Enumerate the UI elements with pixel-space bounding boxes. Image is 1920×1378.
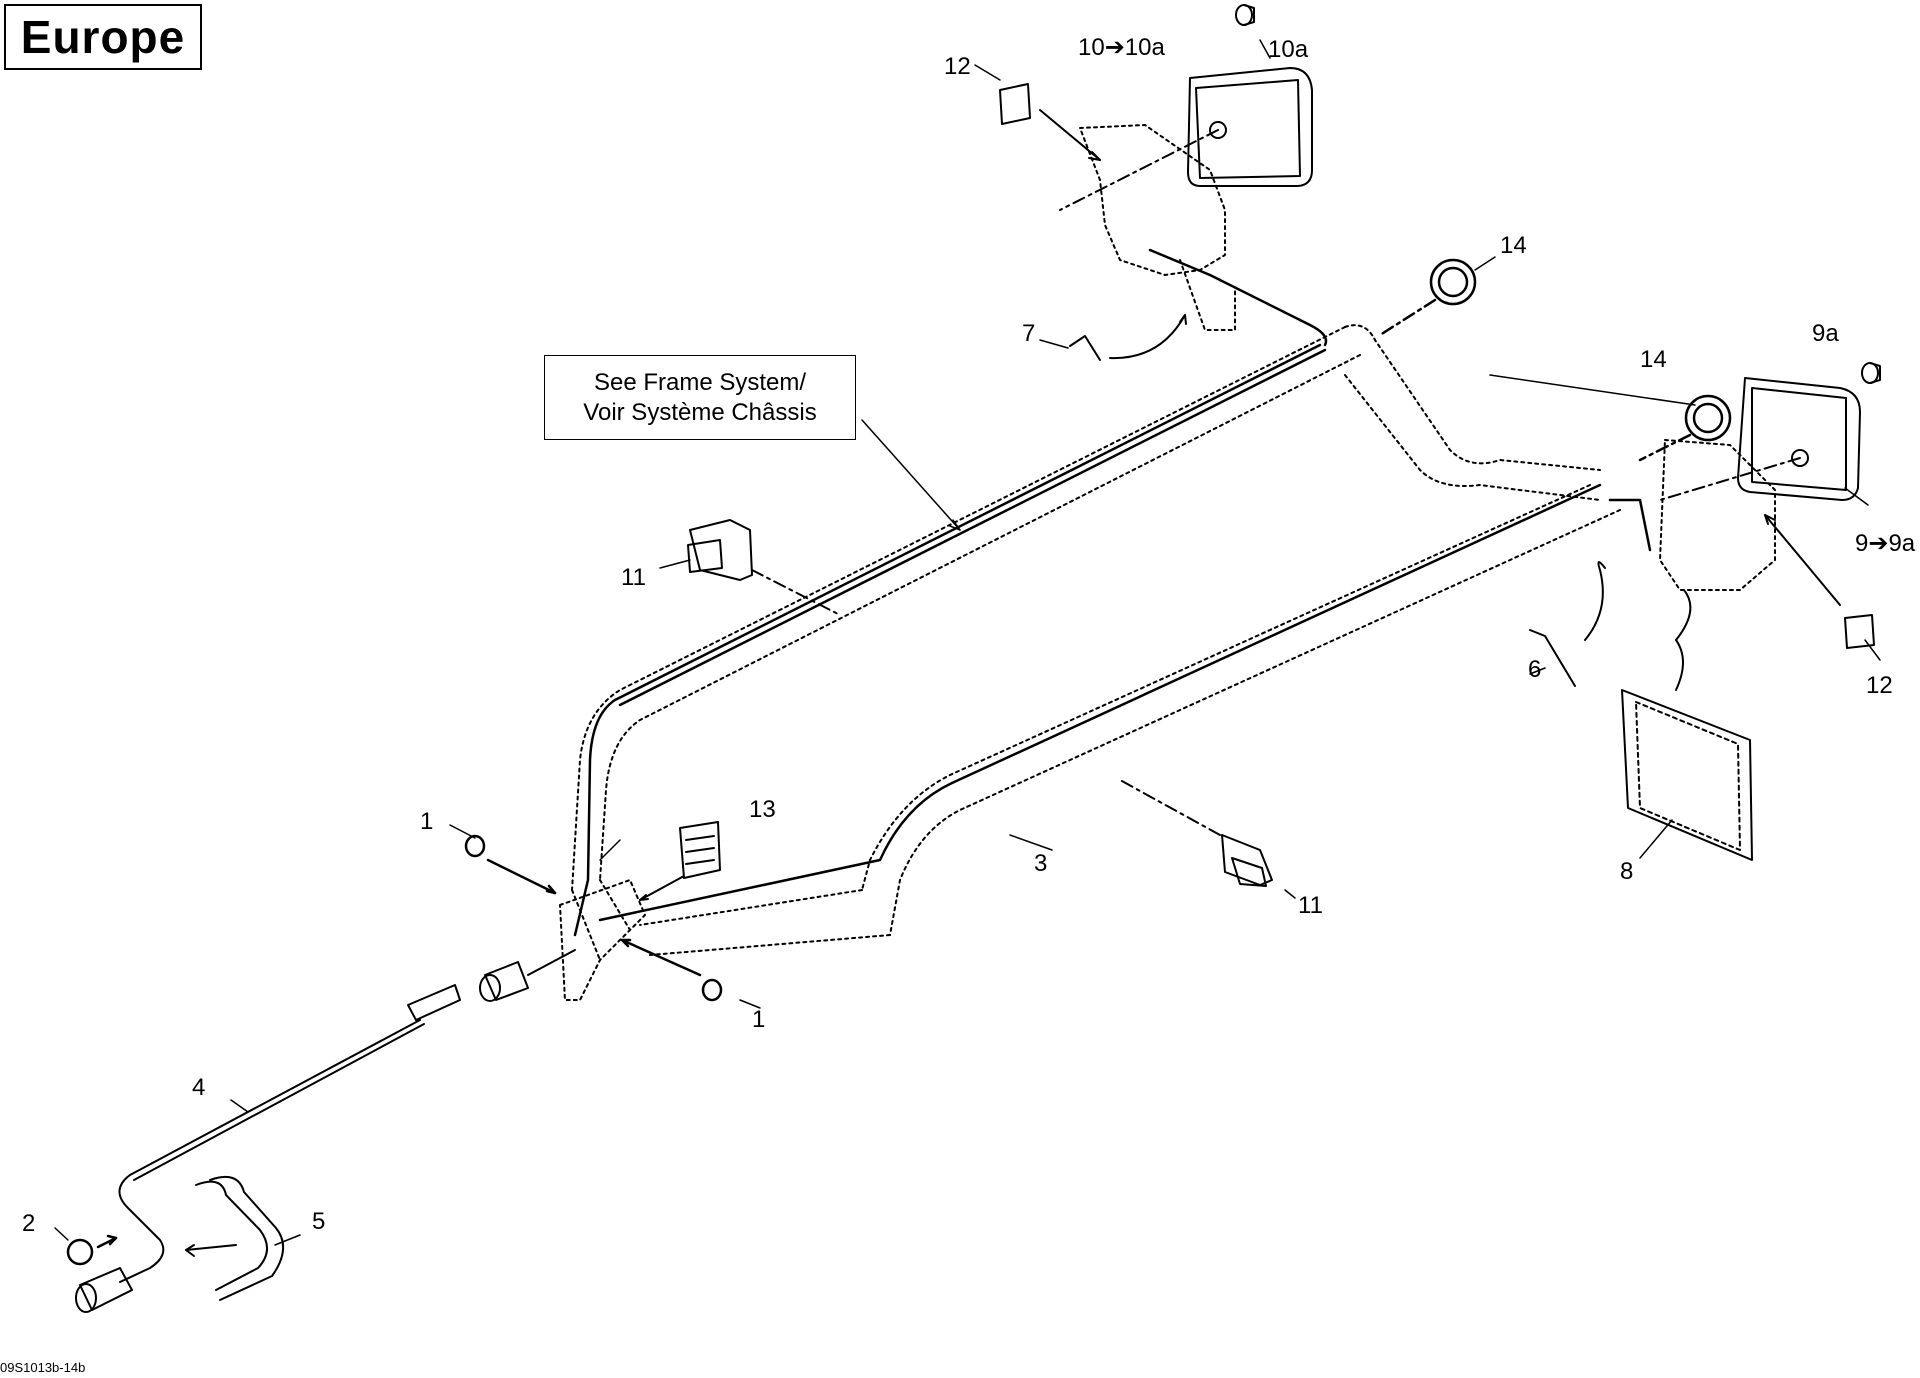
- callout-1-upper: 1: [420, 808, 434, 835]
- reference-line-french: Voir Système Châssis: [583, 398, 817, 426]
- tail-light-right: [1659, 377, 1861, 501]
- loop-5: [185, 1176, 284, 1301]
- callout-9a: 9a: [1812, 320, 1839, 347]
- marker-light-11-upper: [687, 519, 841, 616]
- tail-light-left: [1059, 67, 1313, 211]
- marker-light-11-lower: [1119, 779, 1273, 887]
- callout-4: 4: [192, 1074, 206, 1101]
- callout-14-top: 14: [1500, 232, 1527, 259]
- reference-line-english: See Frame System/: [593, 368, 807, 396]
- nut-1-upper: [464, 834, 557, 895]
- callout-6: 6: [1528, 656, 1542, 683]
- callout-10a: 10a: [1268, 36, 1309, 63]
- callout-12-top: 12: [944, 53, 971, 80]
- callout-11-upper: 11: [621, 564, 646, 591]
- wiring-harness: [573, 248, 1652, 937]
- callout-leaders: [54, 39, 1881, 1246]
- junction-box-13: [639, 821, 721, 901]
- reflector-12-right: [1764, 514, 1875, 649]
- callout-14-right: 14: [1640, 346, 1667, 373]
- pin-6: [1529, 561, 1606, 687]
- grommet-14-right: [1638, 394, 1732, 462]
- drawing-id: 09S1013b-14b: [0, 1360, 86, 1375]
- reflector-12-top: [999, 83, 1101, 161]
- callout-7: 7: [1022, 320, 1036, 347]
- callout-2: 2: [22, 1210, 36, 1237]
- callout-9: 9➔9a: [1855, 530, 1916, 557]
- license-plate-8: [1621, 589, 1753, 861]
- nut-1-lower: [620, 938, 723, 1002]
- bulb-9a: [1861, 362, 1881, 384]
- bulb-10a: [1235, 4, 1255, 26]
- cable-4: [75, 984, 461, 1313]
- callout-13: 13: [749, 796, 776, 823]
- grommet-14-top: [1378, 258, 1477, 337]
- callout-5: 5: [312, 1208, 326, 1235]
- callout-11-lower: 11: [1298, 892, 1323, 919]
- region-label-box: Europe: [4, 4, 202, 70]
- grommet-2: [66, 1234, 118, 1266]
- region-label: Europe: [20, 11, 186, 63]
- trailer-frame: [559, 124, 1776, 1001]
- callout-10: 10➔10a: [1078, 34, 1165, 61]
- callout-1-lower: 1: [752, 1006, 766, 1033]
- callout-8: 8: [1620, 858, 1634, 885]
- hitch-connector: [479, 949, 576, 1002]
- pin-7: [1069, 314, 1187, 361]
- callout-12-right: 12: [1866, 672, 1893, 699]
- frame-reference-box: See Frame System/ Voir Système Châssis: [544, 355, 856, 440]
- callout-3: 3: [1034, 850, 1048, 877]
